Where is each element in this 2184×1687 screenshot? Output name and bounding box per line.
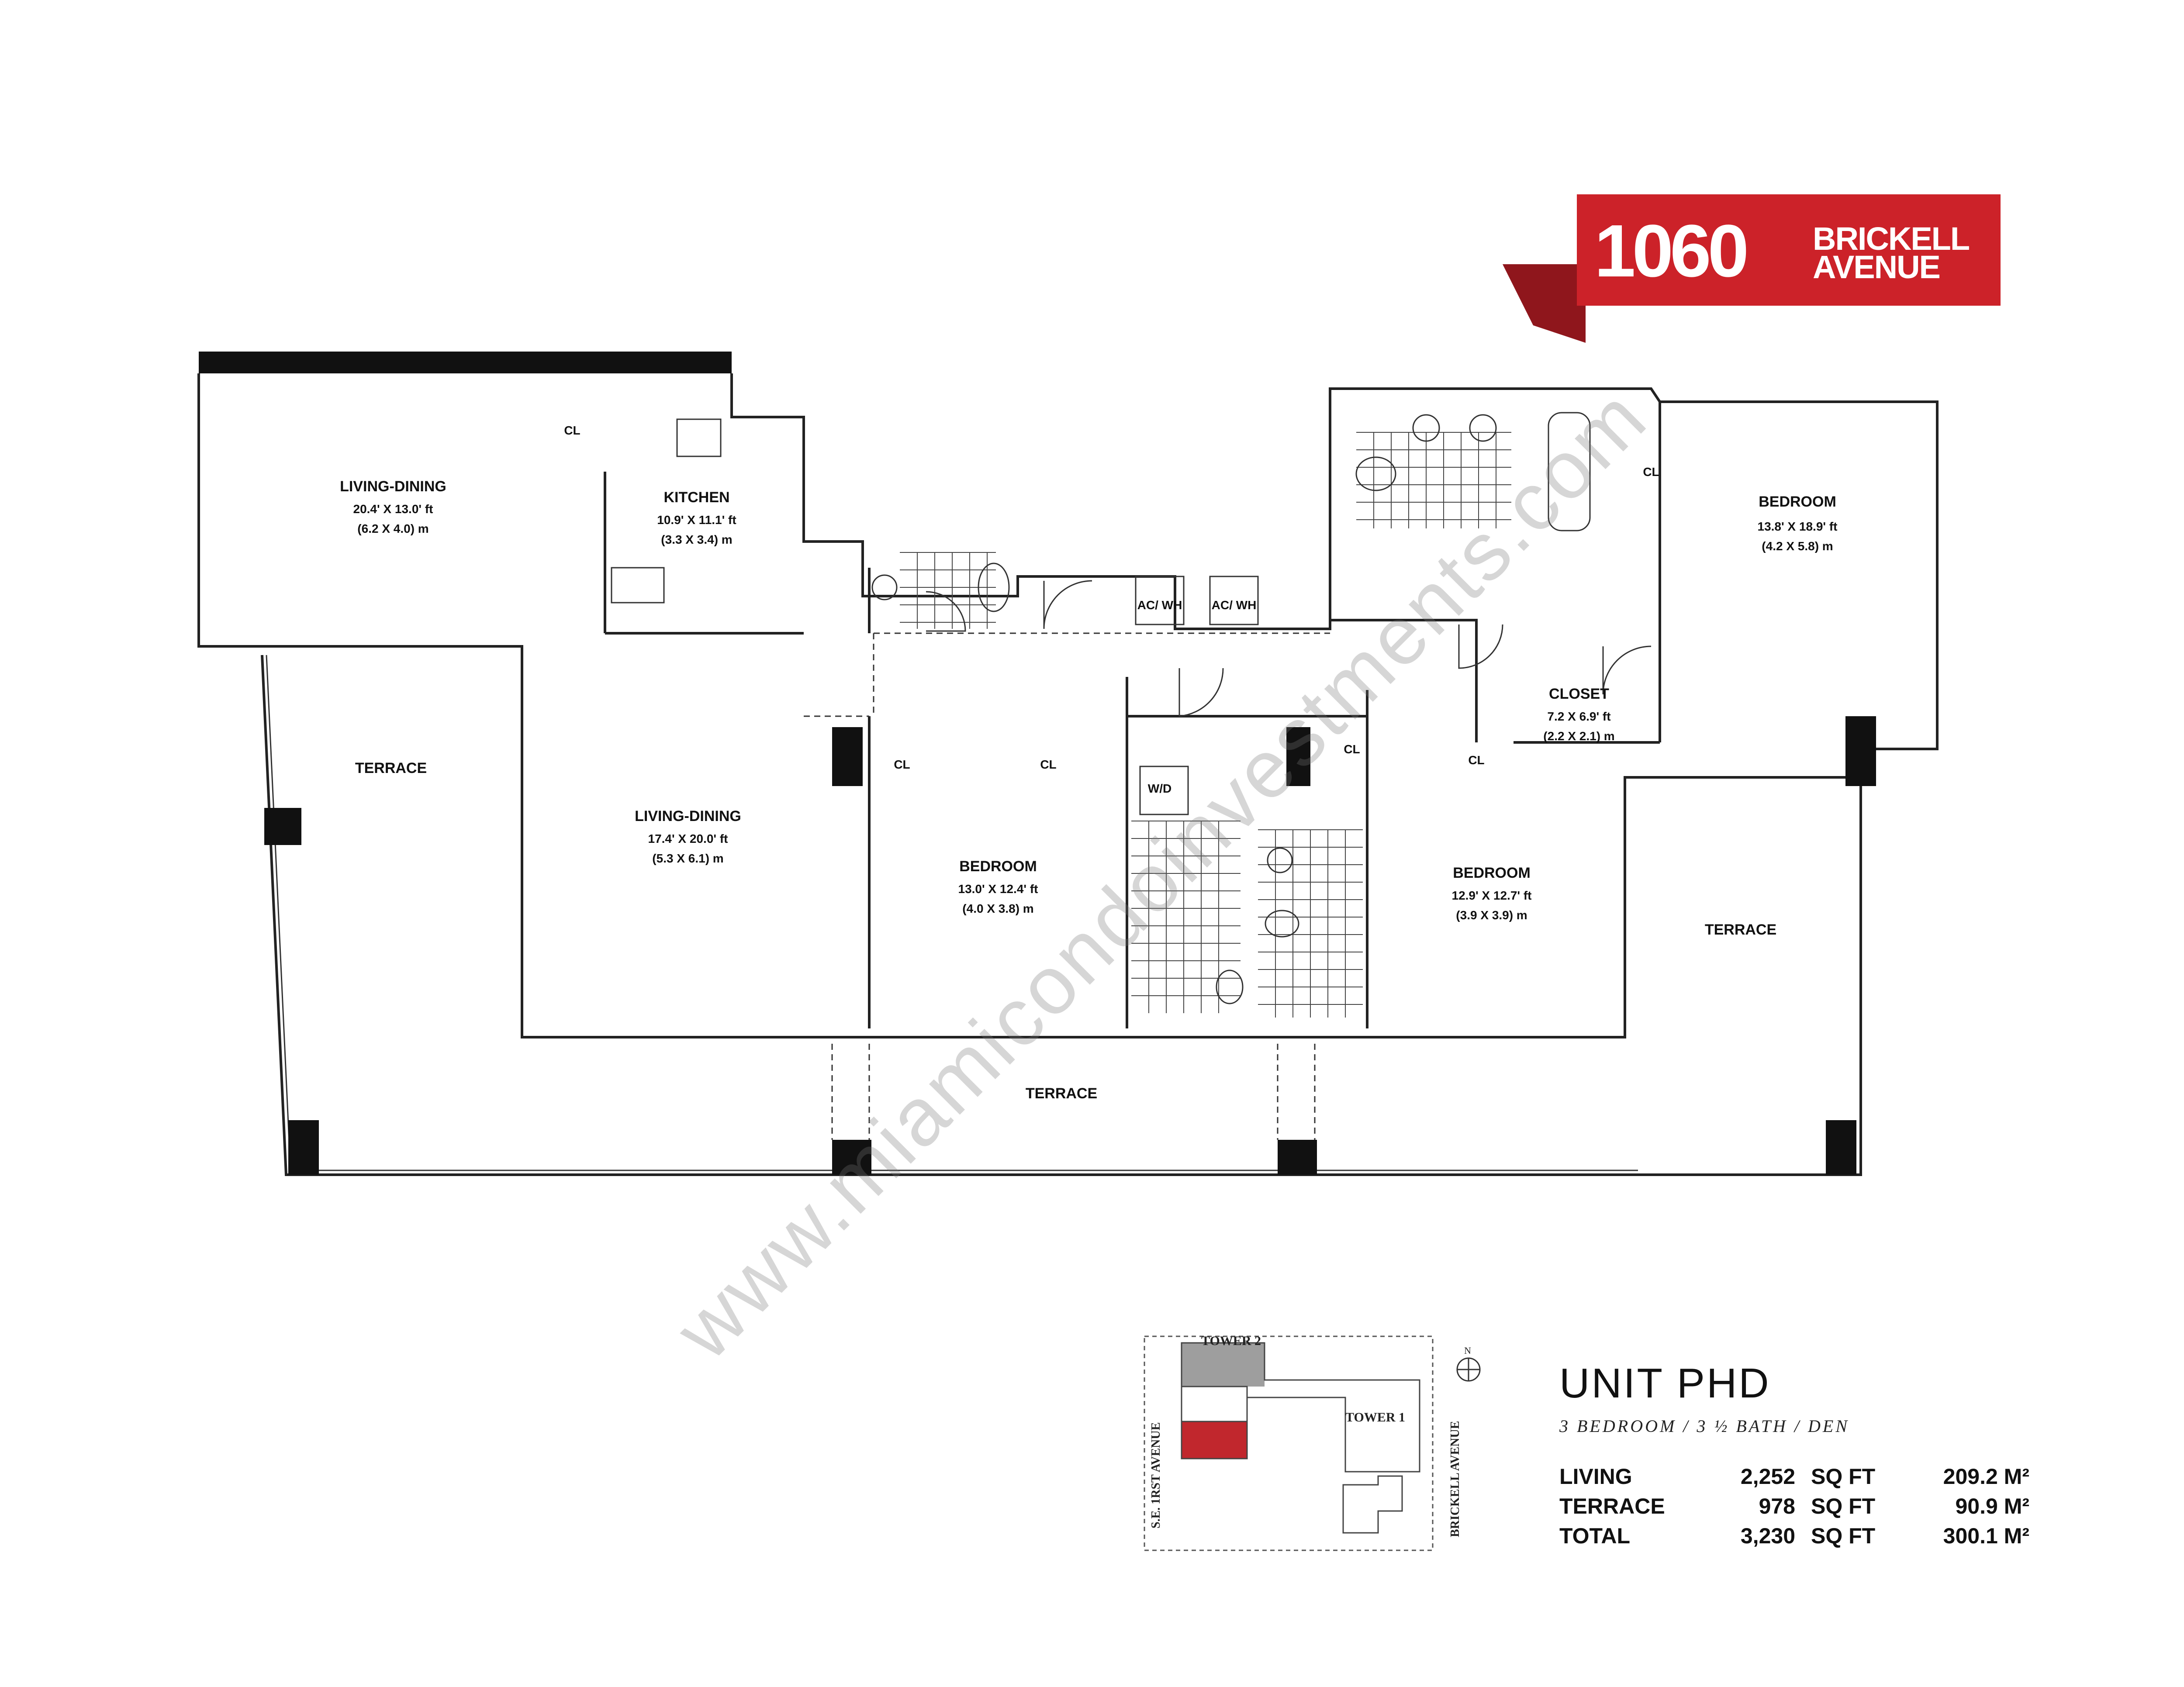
room-bedroom-2: BEDROOM 13.0' X 12.4' ft (4.0 X 3.8) m (958, 858, 1038, 915)
svg-text:(3.9 X 3.9) m: (3.9 X 3.9) m (1456, 908, 1527, 922)
sink-icon (871, 574, 898, 600)
tower1-footprint (1342, 1475, 1403, 1534)
ribbon-banner (1503, 194, 2001, 343)
logo-street-line1: BRICKELL (1813, 221, 1970, 257)
sink-icon (1267, 847, 1293, 873)
svg-text:17.4' X 20.0' ft: 17.4' X 20.0' ft (648, 832, 728, 845)
table-row: TERRACE 978 SQ FT 90.9 M² (1559, 1494, 2029, 1518)
north-label: N (1464, 1345, 1471, 1356)
ac-unit-icon (1209, 576, 1259, 625)
brand-logo: 1060 BRICKELL AVENUE (1503, 194, 2001, 343)
floor-plan-walls (197, 373, 1939, 1038)
svg-text:13.0' X 12.4' ft: 13.0' X 12.4' ft (958, 882, 1038, 896)
unit-highlight (1182, 1421, 1247, 1459)
svg-text:10.9' X 11.1' ft: 10.9' X 11.1' ft (657, 513, 736, 527)
west-terrace-outline (261, 655, 1862, 1176)
toilet-icon (1265, 910, 1299, 938)
closet-label: CL (564, 424, 580, 437)
kitchen-sink-icon (611, 567, 665, 604)
table-row: TOTAL 3,230 SQ FT 300.1 M² (1559, 1524, 2029, 1548)
sink-icon (1412, 414, 1440, 442)
logo-street-line2: AVENUE (1813, 249, 1941, 285)
svg-text:13.8' X 18.9' ft: 13.8' X 18.9' ft (1758, 520, 1838, 533)
north-wall-thick (199, 352, 732, 373)
street-label-west: S.E. 1RST AVENUE (1149, 1422, 1163, 1528)
toilet-icon (978, 562, 1010, 612)
room-bedroom-3: BEDROOM 12.9' X 12.7' ft (3.9 X 3.9) m (1452, 865, 1532, 922)
svg-text:(2.2 X 2.1) m: (2.2 X 2.1) m (1543, 729, 1614, 743)
closet-label: CL (1344, 742, 1360, 756)
closet-label: CL (1040, 758, 1056, 771)
logo-number: 1060 (1594, 210, 1749, 293)
terrace-south-label: TERRACE (1026, 1085, 1097, 1102)
toilet-icon (1216, 969, 1244, 1004)
ac-wh-label: AC/ WH (1137, 598, 1182, 612)
room-closet: CLOSET 7.2 X 6.9' ft (2.2 X 2.1) m (1543, 686, 1614, 743)
svg-text:BEDROOM: BEDROOM (959, 858, 1037, 875)
unit-title: UNIT PHD (1559, 1360, 1771, 1407)
terrace-east-label: TERRACE (1705, 921, 1776, 938)
tile-pattern (900, 432, 1511, 1018)
room-living-dining-1: LIVING-DINING 20.4' X 13.0' ft (6.2 X 4.… (340, 478, 446, 535)
washer-dryer-label: W/D (1148, 782, 1171, 795)
svg-text:7.2 X 6.9' ft: 7.2 X 6.9' ft (1547, 710, 1610, 723)
room-living-dining-2: LIVING-DINING 17.4' X 20.0' ft (5.3 X 6.… (635, 808, 741, 865)
room-bedroom-master: BEDROOM 13.8' X 18.9' ft (4.2 X 5.8) m (1758, 493, 1838, 553)
closet-label: CL (1468, 753, 1484, 767)
table-row: LIVING 2,252 SQ FT 209.2 M² (1559, 1464, 2029, 1489)
svg-text:(4.2 X 5.8) m: (4.2 X 5.8) m (1762, 539, 1833, 553)
svg-text:LIVING-DINING: LIVING-DINING (340, 478, 446, 495)
key-plan: TOWER 2 TOWER 1 S.E. 1RST AVENUE BRICKEL… (1144, 1334, 1481, 1551)
street-label-east: BRICKELL AVENUE (1448, 1421, 1462, 1537)
room-kitchen: KITCHEN 10.9' X 11.1' ft (3.3 X 3.4) m (657, 489, 736, 546)
svg-text:(5.3 X 6.1) m: (5.3 X 6.1) m (652, 852, 723, 865)
svg-text:20.4' X 13.0' ft: 20.4' X 13.0' ft (353, 502, 433, 516)
ac-wh-label: AC/ WH (1212, 598, 1257, 612)
closet-label: CL (894, 758, 910, 771)
terrace-west-label: TERRACE (355, 760, 427, 776)
svg-text:(3.3 X 3.4) m: (3.3 X 3.4) m (661, 533, 732, 546)
unit-info: UNIT PHD 3 BEDROOM / 3 ½ BATH / DEN LIVI… (1559, 1363, 2040, 1551)
svg-text:(6.2 X 4.0) m: (6.2 X 4.0) m (357, 522, 429, 535)
svg-text:(4.0 X 3.8) m: (4.0 X 3.8) m (962, 902, 1033, 915)
svg-text:KITCHEN: KITCHEN (663, 489, 729, 506)
unit-subtitle: 3 BEDROOM / 3 ½ BATH / DEN (1559, 1416, 1850, 1436)
door-swing (926, 580, 1652, 717)
svg-text:12.9' X 12.7' ft: 12.9' X 12.7' ft (1452, 889, 1532, 902)
svg-text:CLOSET: CLOSET (1549, 686, 1609, 702)
toilet-icon (1355, 456, 1396, 491)
bathtub-icon (1548, 412, 1591, 531)
tower1-label: TOWER 1 (1345, 1410, 1405, 1425)
area-table: LIVING 2,252 SQ FT 209.2 M² TERRACE 978 … (1559, 1462, 2029, 1551)
tower2-footprint (1182, 1343, 1265, 1387)
svg-text:LIVING-DINING: LIVING-DINING (635, 808, 741, 825)
tower2-label: TOWER 2 (1201, 1334, 1261, 1348)
cooktop-icon (676, 418, 722, 457)
closet-label: CL (1643, 465, 1659, 479)
ac-unit-icon (1135, 576, 1185, 625)
washer-dryer-icon (1139, 766, 1189, 815)
svg-text:BEDROOM: BEDROOM (1453, 865, 1531, 881)
sink-icon (1469, 414, 1497, 442)
svg-text:BEDROOM: BEDROOM (1759, 493, 1836, 510)
